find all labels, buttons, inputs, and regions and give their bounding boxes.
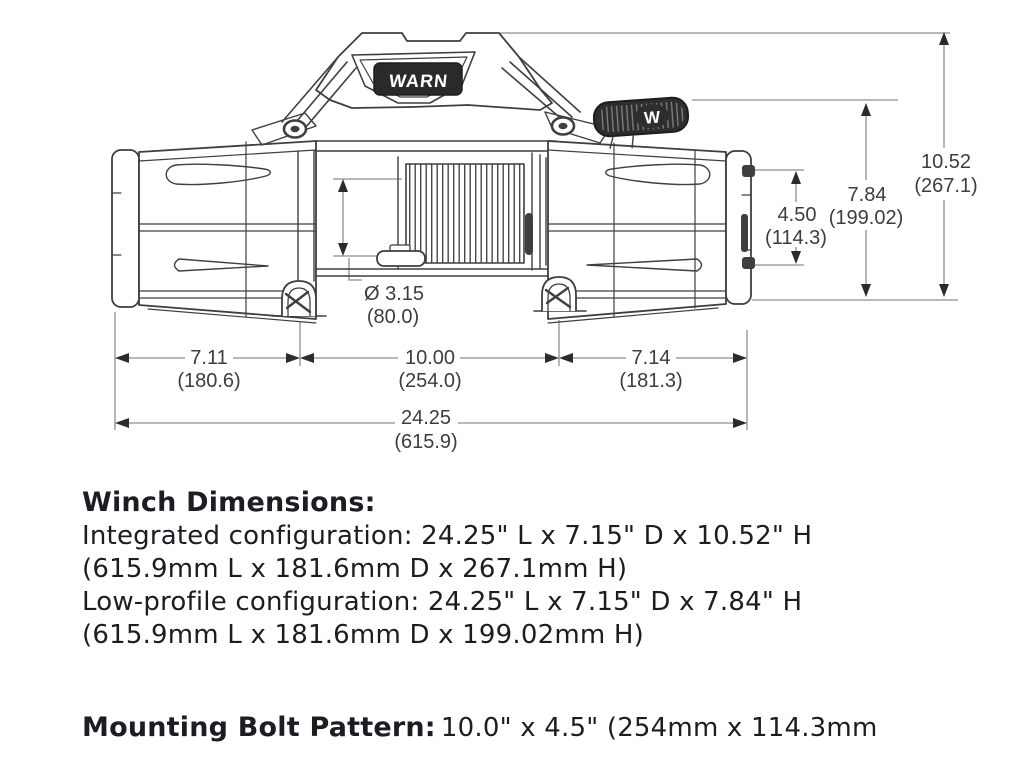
integrated-configuration-line: Integrated configuration: 24.25" L x 7.1… <box>82 521 813 551</box>
clutch-lever-logo: W <box>643 108 661 128</box>
dim-overall-height-mm: (267.1) <box>914 175 977 197</box>
dimension-arrowheads <box>115 32 949 428</box>
dim-gear-section-in: 7.14 <box>632 347 671 369</box>
low-profile-configuration-metric-line: (615.9mm L x 181.6mm D x 199.02mm H) <box>82 620 644 650</box>
dim-motor-section-in: 7.11 <box>190 347 227 369</box>
left-motor-housing <box>138 140 317 324</box>
low-profile-configuration-line: Low-profile configuration: 24.25" L x 7.… <box>82 587 803 617</box>
dim-overall-length-in: 24.25 <box>401 407 451 429</box>
dim-bolt-length-mm: (254.0) <box>398 370 461 392</box>
left-end-cap <box>111 149 140 308</box>
mounting-bolt-pattern-block: Mounting Bolt Pattern: 10.0" x 4.5" (254… <box>82 712 877 743</box>
dim-bolt-depth-mm: (114.3) <box>765 227 827 249</box>
warn-logo-badge: WARN <box>373 62 463 96</box>
dim-drum-diameter-in: Ø 3.15 <box>364 283 424 305</box>
winch-technical-drawing: WARN W <box>111 32 978 453</box>
integrated-configuration-metric-line: (615.9mm L x 181.6mm D x 267.1mm H) <box>82 554 628 584</box>
control-pack: WARN <box>251 32 611 146</box>
dimension-labels: 7.11 (180.6) 10.00 (254.0) 7.14 (181.3) … <box>177 151 977 453</box>
mounting-foot-right <box>533 276 587 312</box>
cable-drum <box>376 152 547 271</box>
dim-bolt-length-in: 10.00 <box>405 347 455 369</box>
dim-low-profile-height-mm: (199.02) <box>829 207 904 229</box>
mounting-bolt-pattern-value: 10.0" x 4.5" (254mm x 114.3mm <box>440 713 878 743</box>
dim-overall-length-mm: (615.9) <box>394 431 457 453</box>
dim-low-profile-height-in: 7.84 <box>848 184 887 206</box>
mounting-foot-left <box>271 280 327 317</box>
dim-gear-section-mm: (181.3) <box>619 370 682 392</box>
dim-bolt-depth-in: 4.50 <box>778 204 817 226</box>
winch-dimensions-heading: Winch Dimensions: <box>82 487 376 518</box>
mounting-bolt-pattern-heading: Mounting Bolt Pattern: <box>82 712 436 743</box>
right-gear-housing <box>547 140 727 324</box>
dim-motor-section-mm: (180.6) <box>177 370 240 392</box>
dim-overall-height-in: 10.52 <box>921 151 971 173</box>
right-end-cap <box>725 150 755 305</box>
warn-logo-text: WARN <box>388 71 449 91</box>
clutch-lever: W <box>592 96 690 149</box>
winch-dimensions-block: Winch Dimensions: Integrated configurati… <box>82 486 812 652</box>
dim-drum-diameter-mm: (80.0) <box>367 306 419 328</box>
